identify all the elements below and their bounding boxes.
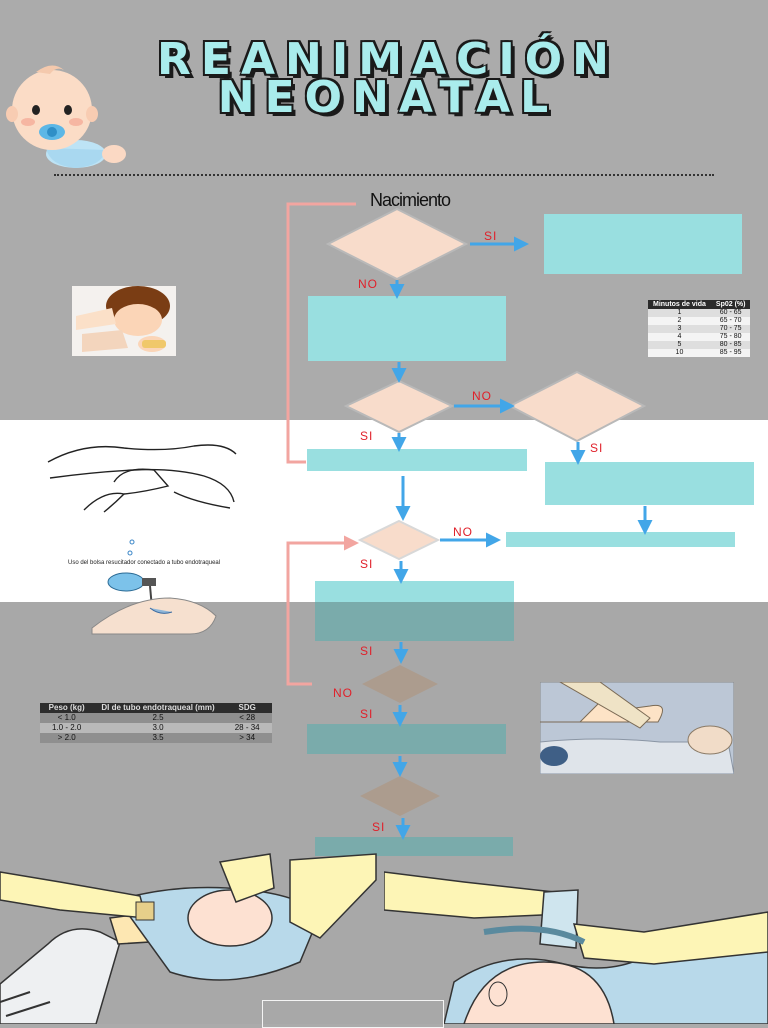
process-box-6a [315,581,514,602]
decision-diamond-3 [507,370,647,443]
decision-diamond-2 [343,379,455,434]
endotracheal-tube-table: Peso (kg) DI de tubo endotraqueal (mm) S… [40,703,272,743]
table-cell: 2.5 [93,713,223,723]
table-cell: > 2.0 [40,733,94,743]
decorative-dots [127,539,135,556]
table-cell: 1 [648,309,711,317]
table-cell: 3.0 [93,723,223,733]
label-si-1: SI [484,229,498,243]
page-title-line-1: REANIMACIÓN [157,34,619,85]
tube-header-sdg: SDG [222,703,272,713]
label-si-5: SI [360,644,374,658]
table-cell: 75 - 80 [710,333,751,341]
chest-compression-sketch [47,444,237,513]
process-box-2 [308,296,506,361]
page-title-line-2: NEONATAL [217,72,559,123]
table-cell: 80 - 85 [710,341,751,349]
decision-diamond-5 [362,665,438,703]
table-cell: > 34 [222,733,272,743]
process-box-5 [506,532,735,547]
title-divider [54,174,714,176]
table-cell: 5 [648,341,711,349]
mask-ventilation-illustration-right [384,871,768,1024]
label-si-3: SI [590,441,604,455]
label-si-6: SI [360,707,374,721]
process-box-6b [315,602,514,641]
loop-bracket-2 [286,535,359,686]
process-box-1 [544,214,742,274]
process-box-8 [315,837,513,856]
decision-diamond-6 [360,776,440,816]
table-cell: 70 - 75 [710,325,751,333]
table-cell: 65 - 70 [710,317,751,325]
baby-mascot-illustration [6,65,126,168]
process-box-7 [307,724,506,754]
table-cell: 4 [648,333,711,341]
mask-ventilation-illustration-left [0,853,377,1024]
table-cell: 3 [648,325,711,333]
tube-header-weight: Peso (kg) [40,703,94,713]
table-cell: 60 - 65 [710,309,751,317]
label-no-2: NO [472,389,492,403]
airway-positioning-illustration [72,286,176,356]
label-si-7: SI [372,820,386,834]
table-cell: 2 [648,317,711,325]
spo2-header-minutes: Minutos de vida [648,300,711,309]
decision-diamond-1 [325,207,469,281]
decision-diamond-4 [357,519,441,561]
process-box-4 [545,462,754,505]
table-cell: 85 - 95 [710,349,751,357]
bag-resuscitator-illustration [91,572,217,635]
thumb-technique-illustration [540,682,734,774]
label-si-4: SI [360,557,374,571]
label-no-3: NO [453,525,473,539]
table-cell: 10 [648,349,711,357]
spo2-header-sp02: Sp02 (%) [710,300,751,309]
table-cell: 28 - 34 [222,723,272,733]
loop-bracket-1 [286,202,356,464]
tube-header-diameter: DI de tubo endotraqueal (mm) [93,703,223,713]
label-si-2: SI [360,429,374,443]
bag-resuscitator-caption: Uso del bolsa resucitador conectado a tu… [68,560,221,566]
start-label-nacimiento: Nacimiento [370,190,451,210]
label-no-1: NO [358,277,378,291]
table-cell: 3.5 [93,733,223,743]
label-no-4: NO [333,686,353,700]
table-cell: < 1.0 [40,713,94,723]
process-box-3 [307,449,527,471]
table-cell: 1.0 - 2.0 [40,723,94,733]
table-cell: < 28 [222,713,272,723]
